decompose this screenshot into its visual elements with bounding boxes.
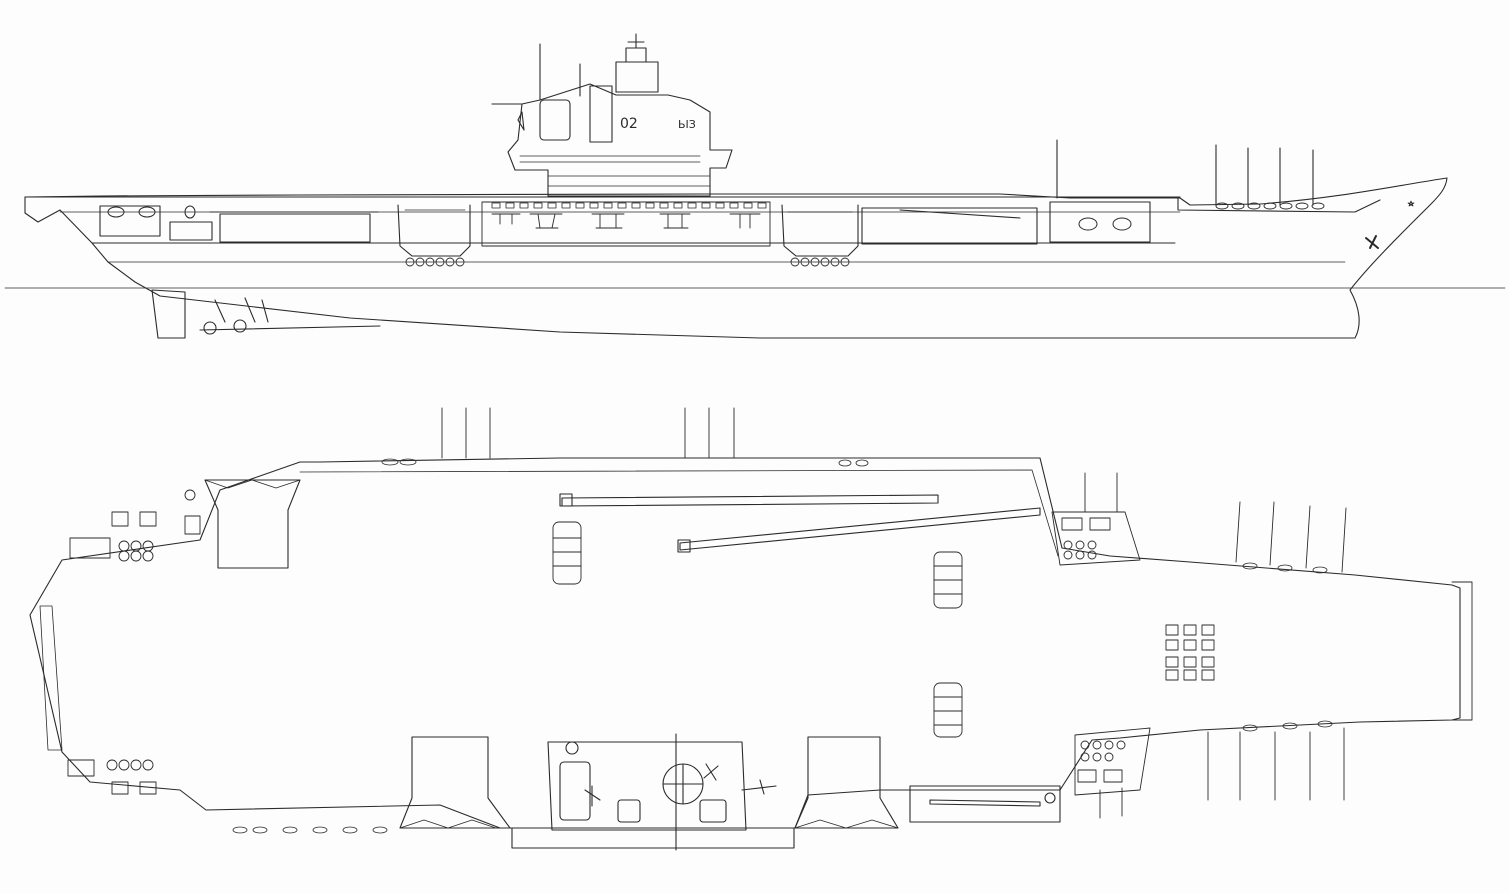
sponson-fwd-stbd [1074, 727, 1151, 796]
island-plan [547, 733, 777, 851]
star-icon [1407, 200, 1415, 207]
propellers [199, 297, 381, 335]
aft-elevator [397, 204, 471, 257]
parked-aircraft-marks [1165, 624, 1215, 681]
sponson-fwd-port [1051, 511, 1141, 566]
catapult-1 [561, 494, 939, 507]
missile [929, 799, 1041, 807]
rudder [151, 289, 186, 339]
catapult-2 [679, 507, 1041, 551]
sponson-aft-stbd [67, 759, 157, 795]
island: 02 ЬIЗ [491, 33, 733, 197]
plan-antennas [441, 407, 1347, 819]
mid-gallery-windows [491, 202, 767, 209]
launcher-rail [899, 209, 1021, 219]
island-side-text: ЬIЗ [678, 118, 696, 131]
stern-compartment [99, 205, 161, 237]
bow-antennas [1215, 144, 1314, 206]
fwd-sponson [1177, 197, 1381, 213]
bow-room [1049, 201, 1151, 243]
elevator-stbd-fwd [794, 736, 899, 829]
flight-deck-outline [29, 457, 1461, 829]
catapult-1-head [559, 493, 573, 507]
plan-view [29, 407, 1473, 851]
sponson-aft-port [69, 489, 201, 562]
lifeboats-aft [107, 205, 196, 219]
island-number: 02 [620, 116, 638, 132]
profile-view: 02 ЬIЗ [4, 33, 1506, 339]
blast-deflector-2 [933, 551, 963, 609]
side-boats [232, 458, 1333, 834]
anchor-icon [1365, 235, 1379, 249]
stern-room-2 [169, 221, 213, 241]
aft-elevator-wheels [405, 257, 465, 267]
stern-gallery [39, 605, 63, 751]
mid-gallery [481, 201, 771, 247]
blast-deflector-1 [552, 521, 582, 585]
elevator-stbd-aft [399, 736, 511, 829]
fwd-elevator [781, 204, 859, 257]
bow-ramp-edge [1451, 581, 1473, 721]
hull-outline [24, 177, 1448, 339]
catapult-2-head [677, 539, 691, 553]
island-base [511, 827, 795, 849]
weapons-room [909, 785, 1061, 823]
mid-gallery-bays [491, 213, 761, 229]
blast-deflector-3 [933, 682, 963, 738]
bow-sponson-boats [1215, 202, 1325, 210]
bow-lifeboats [1078, 217, 1132, 231]
fwd-hangar-room [861, 207, 1038, 245]
fwd-elevator-wheels [790, 257, 850, 267]
stern-room-3 [219, 213, 371, 243]
angled-deck-line [299, 469, 1059, 557]
